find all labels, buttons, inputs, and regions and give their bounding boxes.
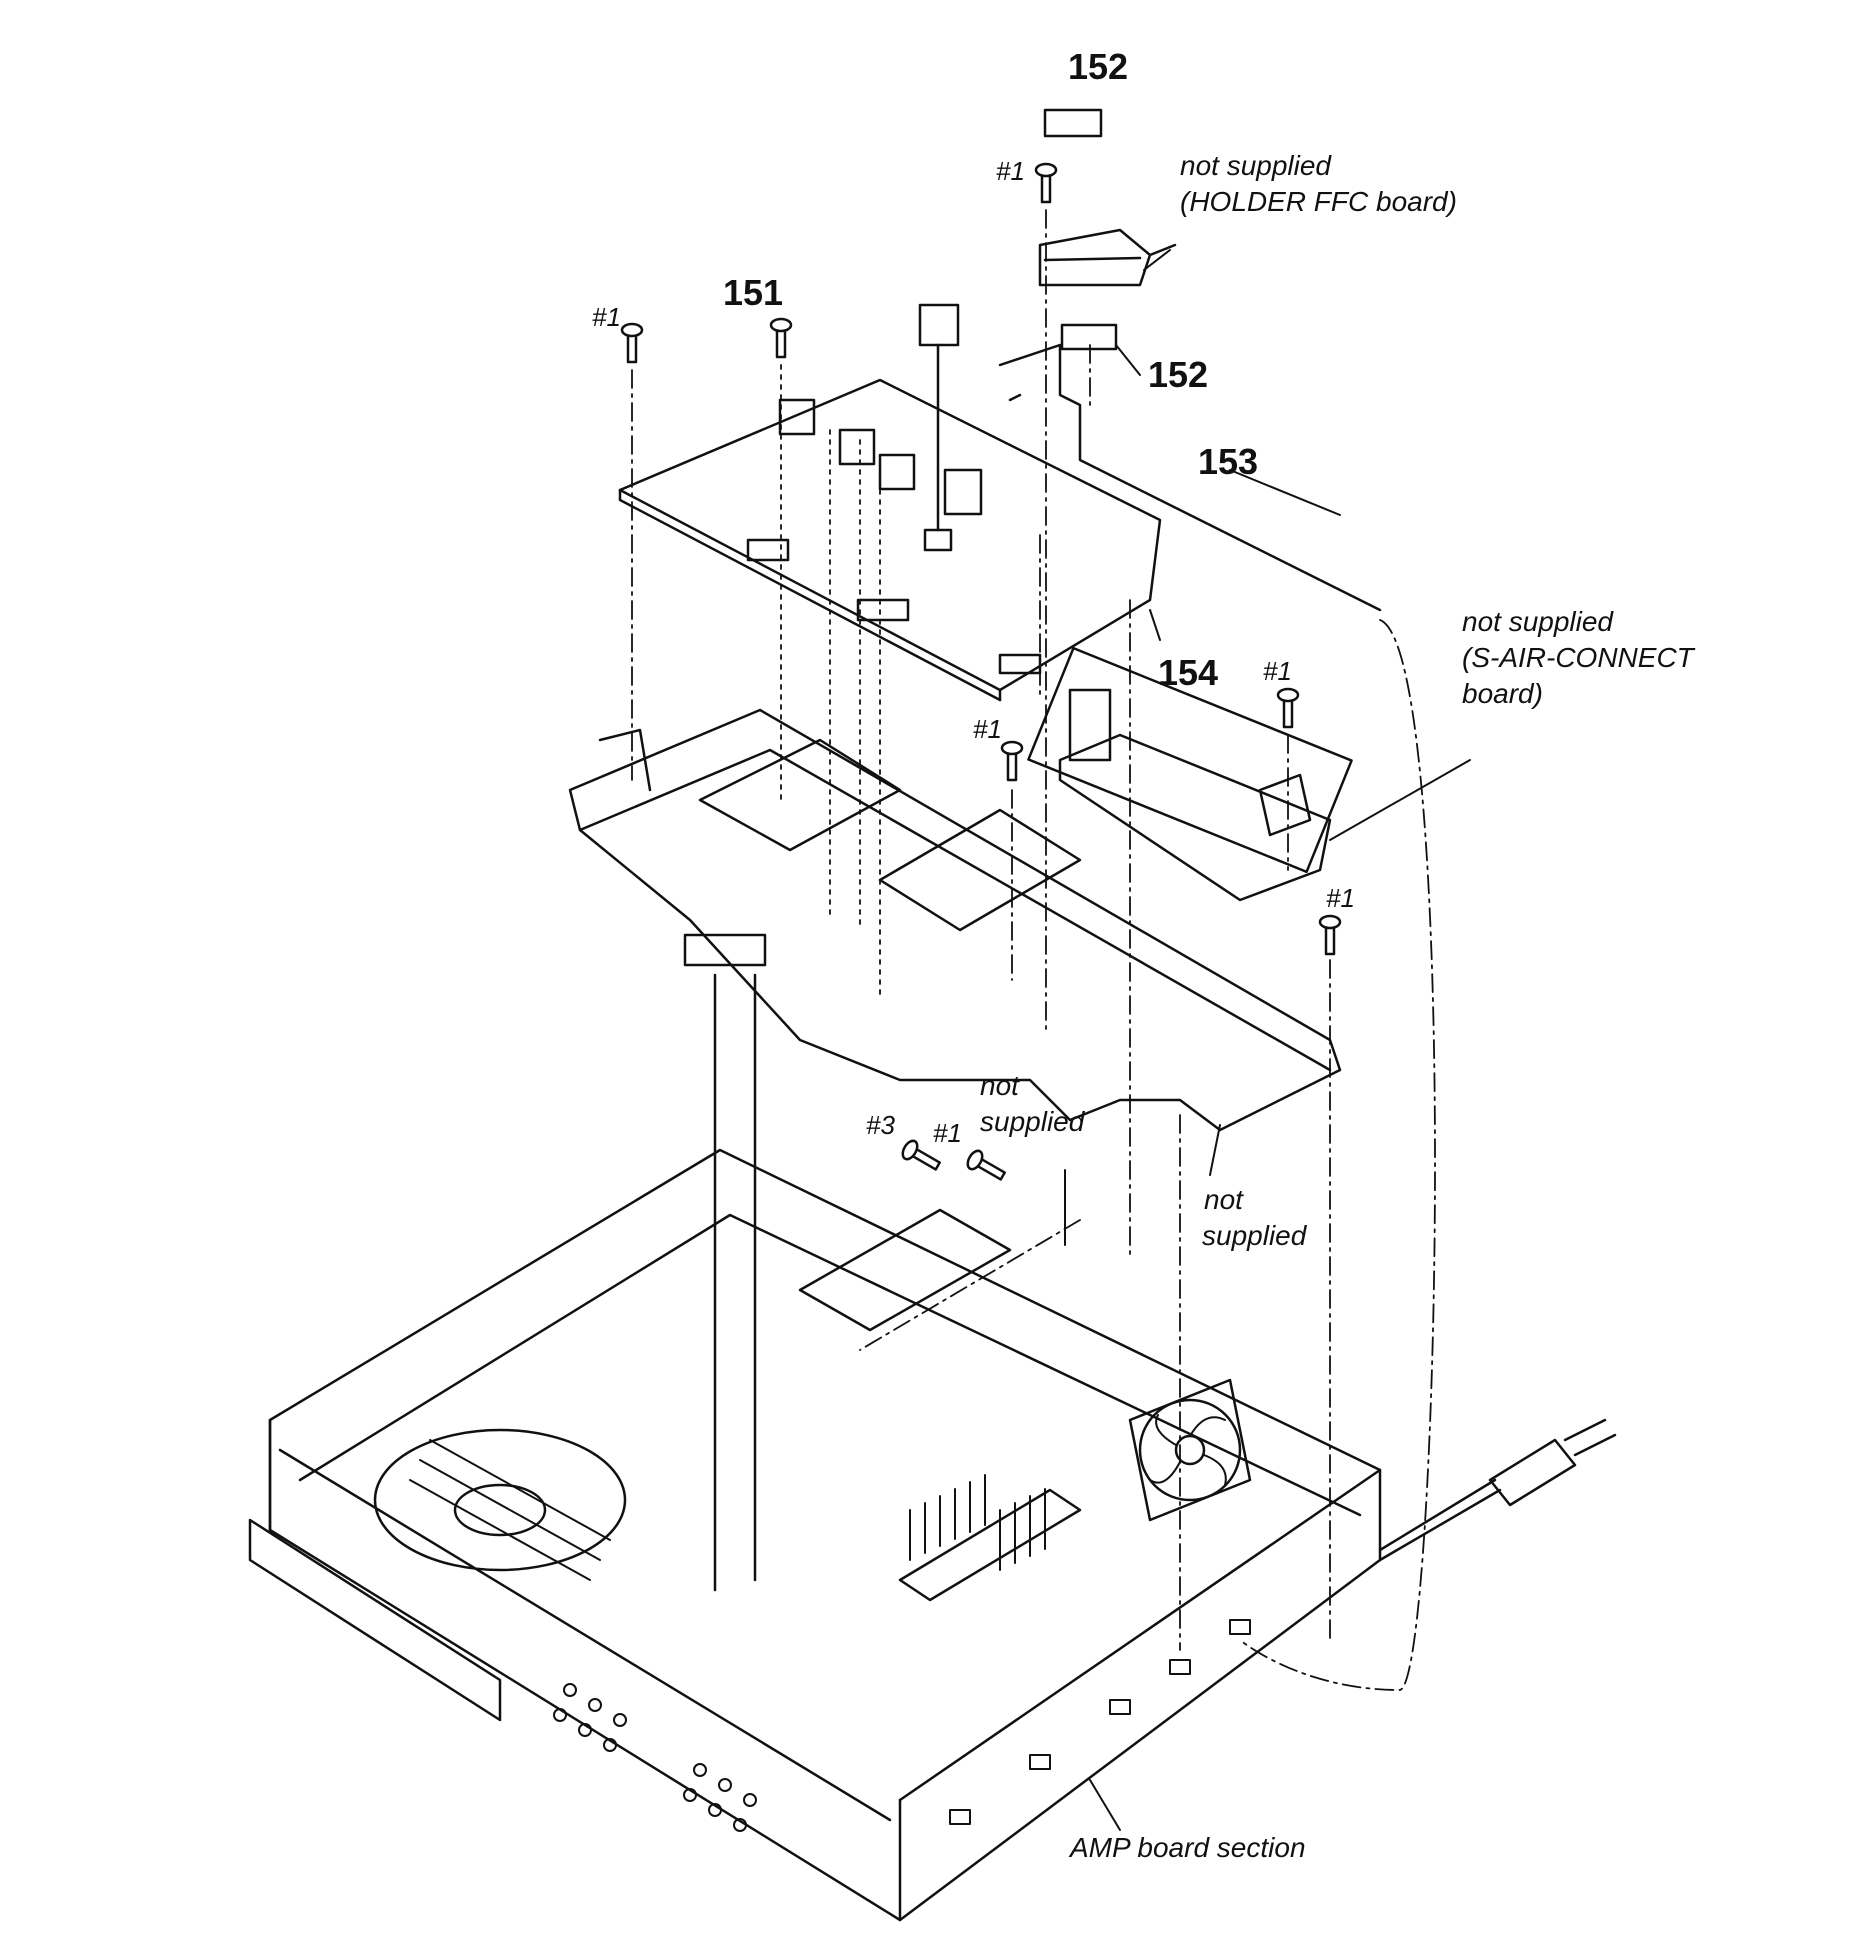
- part-152-mid: [1060, 323, 1118, 351]
- screw-label-1: #1: [996, 156, 1025, 186]
- low-note-line-2: supplied: [1202, 1220, 1307, 1251]
- dotted-guides: [780, 364, 881, 1001]
- screw-label-2: #1: [592, 302, 621, 332]
- top-board: [618, 303, 1382, 702]
- screw-label-7: #3: [866, 1110, 895, 1140]
- sair-note-line-3: board): [1462, 678, 1543, 709]
- holder-note-line-1: not supplied: [1180, 150, 1332, 181]
- not-supplied-note-middle: not supplied: [980, 1068, 1084, 1140]
- screws: [620, 162, 1342, 1181]
- label-154: 154: [1158, 652, 1219, 693]
- mid-note-line-2: supplied: [980, 1106, 1085, 1137]
- amp-board-section-label: AMP board section: [1070, 1832, 1306, 1863]
- label-152-mid: 152: [1148, 354, 1209, 395]
- mid-note-line-1: not: [980, 1070, 1019, 1101]
- sair-note-line-2: (S-AIR-CONNECT: [1462, 642, 1694, 673]
- sair-note-line-1: not supplied: [1462, 606, 1614, 637]
- not-supplied-note-lower: not supplied: [1202, 1182, 1306, 1254]
- s-air-connect-note: not supplied (S-AIR-CONNECT board): [1462, 604, 1694, 712]
- label-152-top: 152: [1068, 46, 1129, 87]
- screw-label-5: #1: [1326, 883, 1355, 913]
- holder-ffc-note: not supplied (HOLDER FFC board): [1180, 148, 1457, 220]
- screw-label-3: #1: [1263, 656, 1292, 686]
- holder-ffc-board: [1038, 228, 1177, 287]
- label-153: 153: [1198, 441, 1259, 482]
- part-152-top: [1043, 108, 1103, 138]
- s-air-connect-board: [1058, 688, 1332, 902]
- bracket-plate: [568, 646, 1353, 1132]
- holder-note-line-2: (HOLDER FFC board): [1180, 186, 1457, 217]
- label-151: 151: [723, 272, 784, 313]
- screw-label-6: #1: [933, 1118, 962, 1148]
- screw-label-4: #1: [973, 714, 1002, 744]
- leader-lines: [1064, 249, 1471, 1831]
- chassis: [248, 933, 1617, 1922]
- assembly-lines: [631, 209, 1436, 1691]
- low-note-line-1: not: [1204, 1184, 1243, 1215]
